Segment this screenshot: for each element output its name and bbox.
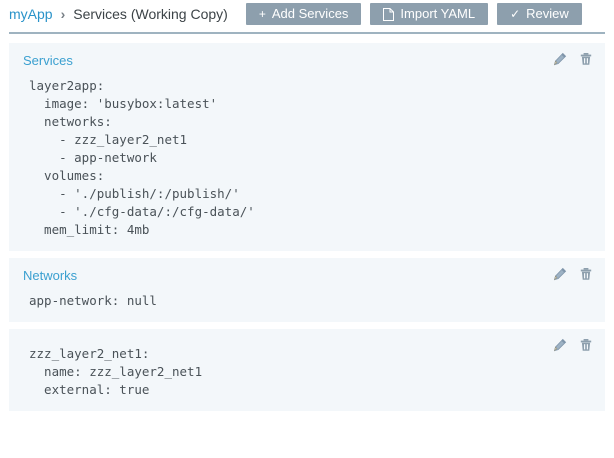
add-services-button[interactable]: + Add Services bbox=[245, 3, 362, 25]
trash-icon[interactable] bbox=[579, 52, 593, 66]
add-services-button-label: Add Services bbox=[271, 6, 349, 21]
pencil-icon[interactable] bbox=[553, 52, 567, 66]
networks-panel: Networks bbox=[9, 258, 605, 322]
services-yaml-content: layer2app: image: 'busybox:latest' netwo… bbox=[29, 78, 255, 237]
services-panel-title: Services bbox=[23, 53, 73, 68]
review-button-label: Review bbox=[526, 6, 569, 21]
header-action-buttons: + Add Services Import YAML ✓ Review bbox=[245, 3, 582, 25]
breadcrumb: myApp › Services (Working Copy) bbox=[9, 6, 228, 22]
trash-icon[interactable] bbox=[579, 267, 593, 281]
document-icon bbox=[383, 7, 395, 21]
services-panel: Services bbox=[9, 43, 605, 251]
plus-icon: + bbox=[258, 7, 266, 21]
header-divider bbox=[9, 32, 605, 34]
trash-icon[interactable] bbox=[579, 338, 593, 352]
networks-panel-actions bbox=[553, 267, 593, 281]
import-yaml-button-label: Import YAML bbox=[400, 6, 476, 21]
pencil-icon[interactable] bbox=[553, 338, 567, 352]
import-yaml-button[interactable]: Import YAML bbox=[370, 3, 489, 25]
networks-panel-title: Networks bbox=[23, 268, 78, 283]
network-detail-panel-actions bbox=[553, 338, 593, 352]
panel-list: Services bbox=[0, 34, 614, 411]
pencil-icon[interactable] bbox=[553, 267, 567, 281]
networks-yaml-content: app-network: null bbox=[29, 293, 157, 308]
breadcrumb-link-myapp[interactable]: myApp bbox=[9, 6, 53, 22]
page-header: myApp › Services (Working Copy) + Add Se… bbox=[0, 0, 614, 28]
network-detail-yaml-content: zzz_layer2_net1: name: zzz_layer2_net1 e… bbox=[29, 346, 203, 397]
breadcrumb-separator-icon: › bbox=[60, 6, 66, 22]
services-panel-actions bbox=[553, 52, 593, 66]
review-button[interactable]: ✓ Review bbox=[497, 3, 582, 25]
network-detail-panel: zzz_layer2_net1: name: zzz_layer2_net1 e… bbox=[9, 329, 605, 411]
check-icon: ✓ bbox=[510, 7, 521, 21]
breadcrumb-current-page: Services (Working Copy) bbox=[73, 6, 228, 22]
